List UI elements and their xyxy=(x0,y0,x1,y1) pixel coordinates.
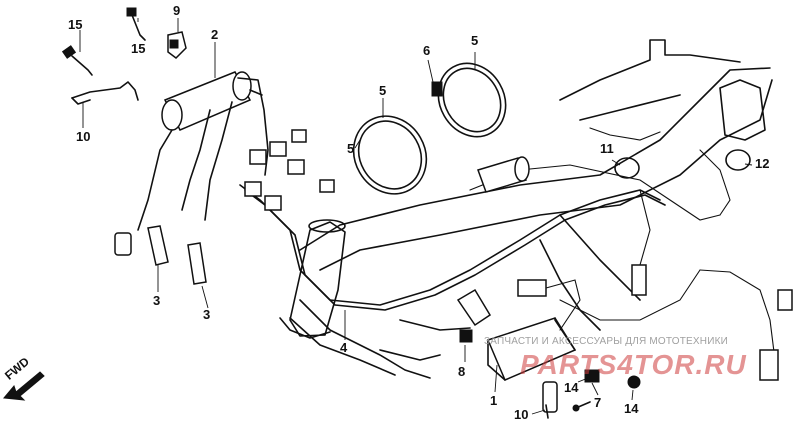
callout-5b: 5 xyxy=(347,141,355,156)
callout-11: 10 xyxy=(514,407,529,422)
callout-15: 15 xyxy=(131,41,146,56)
callout-3: 3 xyxy=(153,293,161,308)
callout-12: 11 xyxy=(600,141,614,156)
bands xyxy=(352,62,507,195)
ignition-coil xyxy=(137,71,269,231)
clamps xyxy=(614,79,766,179)
callout-9: 9 xyxy=(173,3,181,18)
callout-2: 2 xyxy=(211,27,219,42)
fasteners xyxy=(61,7,187,105)
condenser xyxy=(477,156,530,193)
watermark-site: PARTS4TOR.RU xyxy=(520,349,747,380)
callout-13: 12 xyxy=(755,156,770,171)
forward-arrow xyxy=(3,371,45,401)
callout-5: 5 xyxy=(379,83,387,98)
callout-8: 8 xyxy=(458,364,466,379)
small-parts xyxy=(542,369,641,419)
callout-3: 3 xyxy=(203,307,211,322)
switch xyxy=(456,288,492,343)
watermark-tagline: ЗАПЧАСТИ И АКСЕССУАРЫ ДЛЯ МОТОТЕХНИКИ xyxy=(484,336,729,347)
spark-plug-caps xyxy=(114,225,207,285)
callout-15: 15 xyxy=(68,17,83,32)
callout-14: 14 xyxy=(624,401,639,416)
callout-10: 10 xyxy=(76,129,91,144)
leader-lines xyxy=(79,18,753,415)
callout-14: 14 xyxy=(564,380,579,395)
callout-7: 7 xyxy=(594,395,602,410)
frame xyxy=(279,39,773,379)
callout-4: 4 xyxy=(340,340,348,355)
regulator xyxy=(486,279,581,381)
callout-5: 5 xyxy=(471,33,479,48)
callout-1: 1 xyxy=(490,393,498,408)
connector-bundle xyxy=(244,129,335,211)
callout-6: 6 xyxy=(423,43,431,58)
